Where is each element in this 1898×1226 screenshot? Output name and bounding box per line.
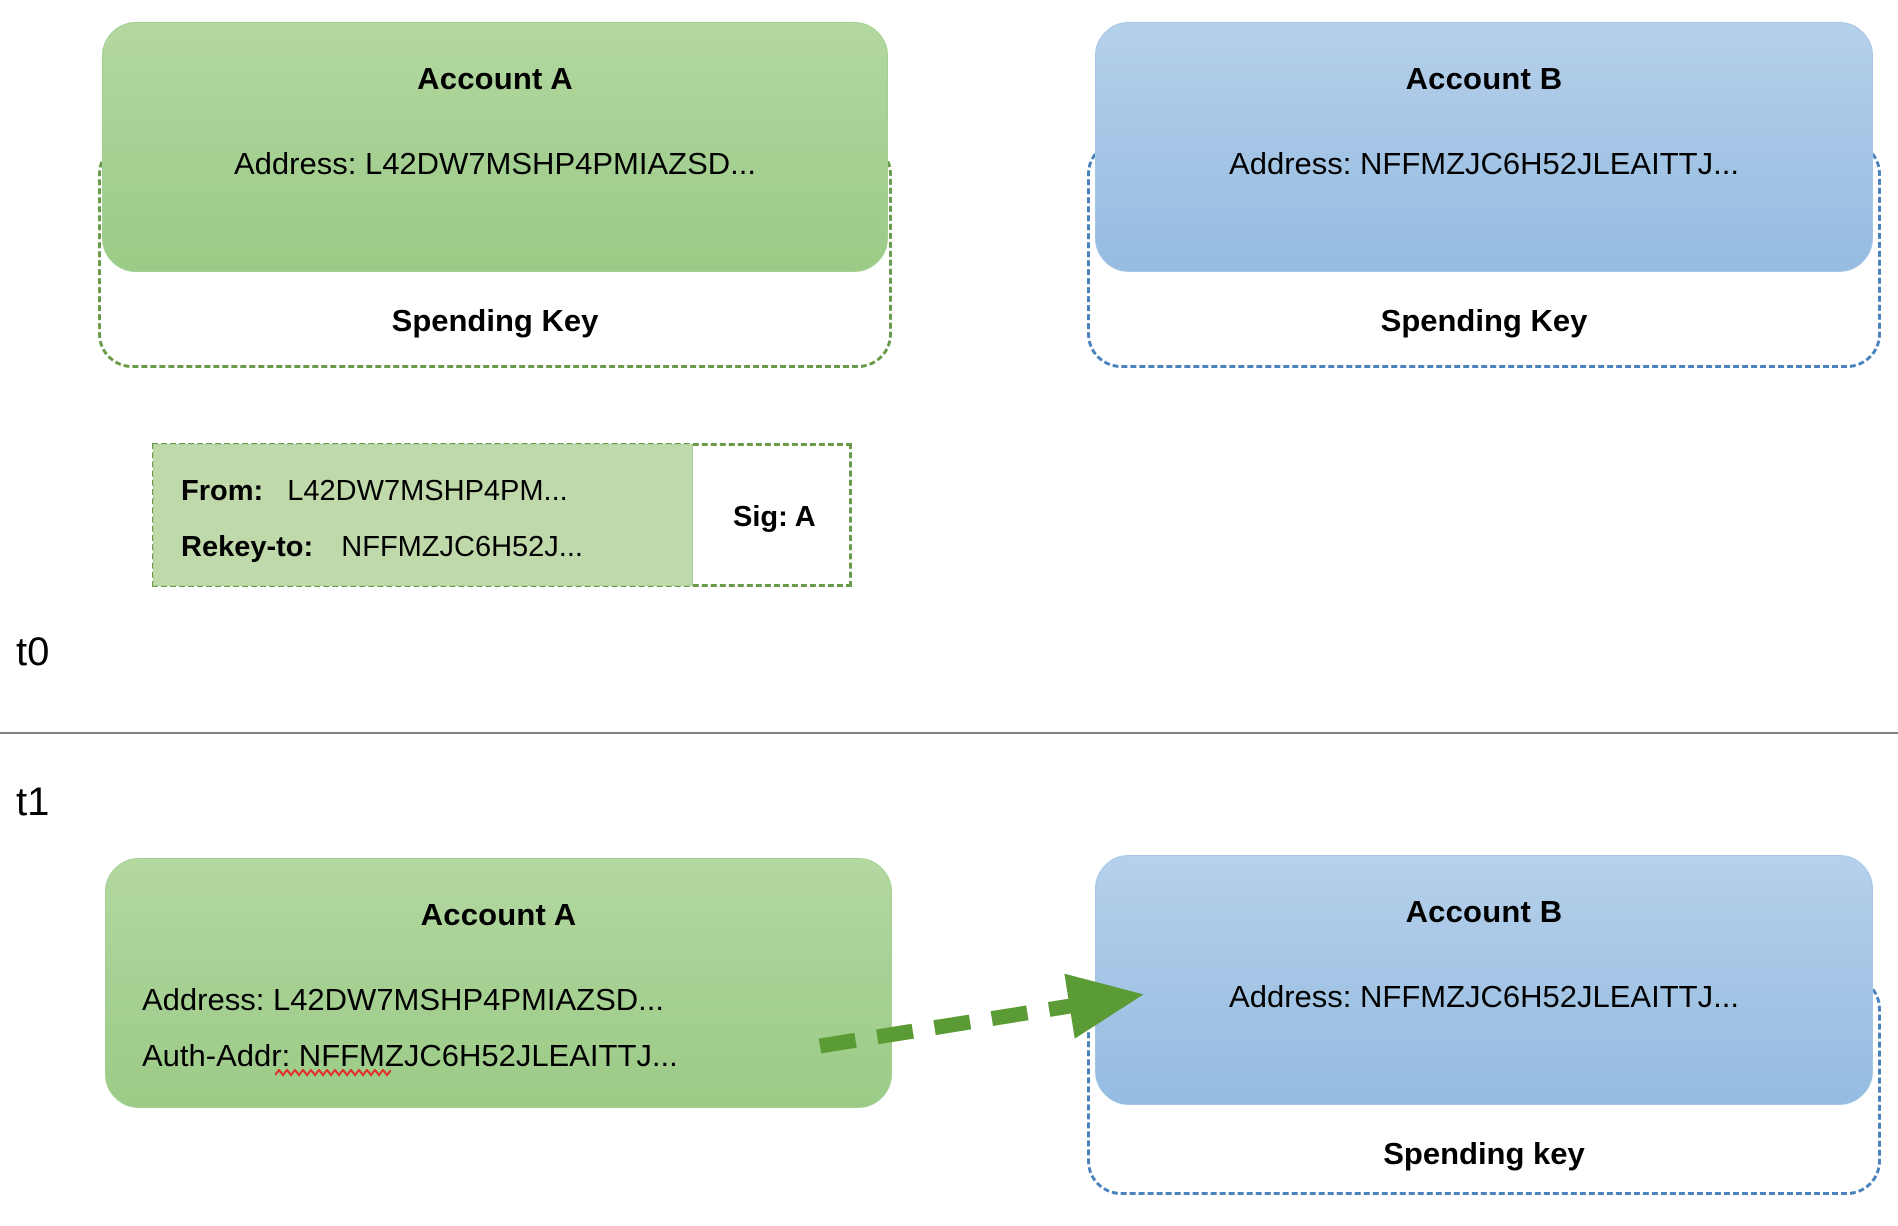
t0-transaction-from-label: From:	[181, 475, 264, 507]
t1-account-a-auth-addr: Auth-Addr: NFFMZJC6H52JLEAITTJ...	[142, 1038, 678, 1073]
t0-account-b-title: Account B	[1405, 61, 1563, 96]
t1-account-b-title: Account B	[1405, 894, 1563, 929]
t1-account-a-address: Address: L42DW7MSHP4PMIAZSD...	[142, 982, 664, 1017]
t0-transaction-rekey-label: Rekey-to:	[181, 531, 314, 563]
t0-transaction-from-row: From: L42DW7MSHP4PM...	[181, 477, 568, 506]
spellcheck-squiggle-icon	[275, 1069, 391, 1077]
t1-account-b-address: Address: NFFMZJC6H52JLEAITTJ...	[1229, 979, 1739, 1014]
t0-transaction-rekey-value: NFFMZJC6H52J...	[341, 531, 583, 563]
t0-transaction-body	[153, 444, 693, 586]
t0-account-b-spending-key-label: Spending Key	[1380, 303, 1588, 338]
t0-account-a-spending-key-label: Spending Key	[391, 303, 599, 338]
t1-account-a-card: Account A Address: L42DW7MSHP4PMIAZSD...…	[105, 858, 892, 1108]
t0-account-a-card: Account A Address: L42DW7MSHP4PMIAZSD...	[102, 22, 888, 272]
t0-account-b-card: Account B Address: NFFMZJC6H52JLEAITTJ..…	[1095, 22, 1873, 272]
t0-transaction-signature-label: Sig: A	[733, 501, 816, 533]
t0-transaction-from-value: L42DW7MSHP4PM...	[287, 475, 568, 507]
t1-account-b-spending-key-label: Spending key	[1383, 1136, 1585, 1171]
timeline-label-t0: t0	[16, 630, 50, 674]
t1-account-a-title: Account A	[420, 897, 577, 932]
t0-account-a-title: Account A	[417, 61, 573, 96]
t0-account-b-address: Address: NFFMZJC6H52JLEAITTJ...	[1229, 146, 1739, 181]
t0-transaction-rekey-row: Rekey-to: NFFMZJC6H52J...	[181, 533, 583, 562]
timeline-divider	[0, 732, 1898, 734]
t0-account-a-address: Address: L42DW7MSHP4PMIAZSD...	[234, 146, 756, 181]
t1-account-b-card: Account B Address: NFFMZJC6H52JLEAITTJ..…	[1095, 855, 1873, 1105]
timeline-label-t1: t1	[16, 780, 50, 824]
